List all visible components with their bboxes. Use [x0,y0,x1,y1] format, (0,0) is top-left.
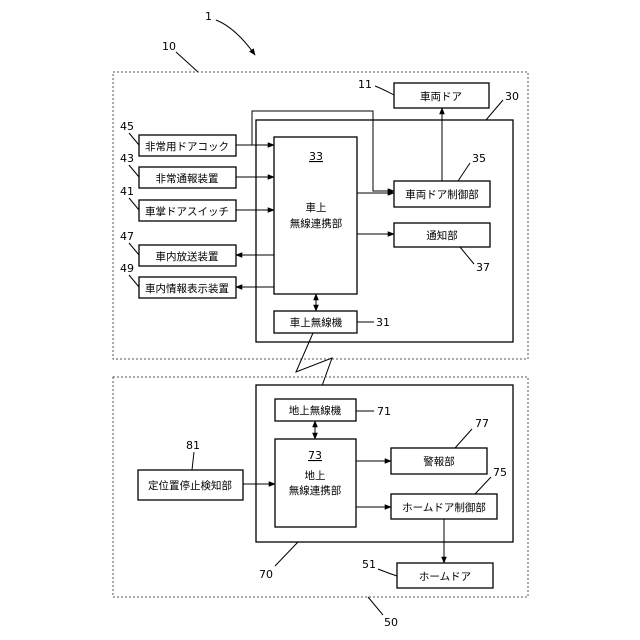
ground-region-leader [368,597,383,615]
stop-detection-leader [192,452,194,470]
stop-detection-label: 定位置停止検知部 [148,479,232,492]
onboard-cooperation-unit-line2: 無線連携部 [290,217,343,230]
platform-door-label: ホームドア [419,571,471,583]
onboard-radio-ref: 31 [376,316,390,329]
platform-door-control-ref: 75 [493,466,507,479]
notification-unit-ref: 37 [476,261,490,274]
stop-detection-ref: 81 [186,439,200,452]
door-control-unit-label: 車両ドア制御部 [405,188,479,201]
onboard-region-leader [176,52,198,72]
pa-device-label: 車内放送装置 [156,250,219,263]
figure-number-pointer [216,20,255,55]
ground-device-leader [275,542,298,566]
onboard-region-ref: 10 [162,40,176,53]
door-control-unit-ref: 35 [472,152,486,165]
platform-door-ref: 51 [362,558,376,571]
pa-device-ref: 47 [120,230,134,243]
alarm-unit-ref: 77 [475,417,489,430]
onboard-radio-label: 車上無線機 [290,316,343,329]
platform-door-leader [378,569,397,576]
notification-unit-label: 通知部 [426,229,458,242]
emergency-door-cock-label: 非常用ドアコック [145,140,229,153]
conductor-door-switch-ref: 41 [120,185,134,198]
emergency-call-device-ref: 43 [120,152,134,165]
emergency-call-device-label: 非常通報装置 [156,172,219,185]
info-display-device-ref: 49 [120,262,134,275]
ground-cooperation-unit-line2: 無線連携部 [289,484,342,497]
onboard-cooperation-unit-line1: 車上 [306,201,327,214]
ground-cooperation-unit-ref: 73 [308,449,322,462]
ground-cooperation-unit-line1: 地上 [305,469,326,482]
figure-number: 1 [205,10,212,23]
car-door-label: 車両ドア [420,90,462,103]
car-door-ref: 11 [358,78,372,91]
emergency-call-device-leader [129,165,139,177]
emergency-door-cock-leader [129,133,139,145]
conductor-door-switch-leader [129,198,139,210]
car-door-leader [375,86,394,95]
info-display-device-leader [129,275,139,287]
conductor-door-switch-label: 車掌ドアスイッチ [145,205,229,218]
ground-radio-ref: 71 [377,405,391,418]
info-display-device-label: 車内情報表示装置 [145,282,229,295]
ground-device-ref: 70 [259,568,273,581]
onboard-device-ref: 30 [505,90,519,103]
onboard-cooperation-unit-ref: 33 [309,150,323,163]
alarm-unit-label: 警報部 [423,455,455,468]
ground-radio-label: 地上無線機 [289,404,342,417]
pa-device-leader [129,243,139,255]
platform-door-control-label: ホームドア制御部 [402,501,486,514]
ground-region-ref: 50 [384,616,398,629]
emergency-door-cock-ref: 45 [120,120,134,133]
